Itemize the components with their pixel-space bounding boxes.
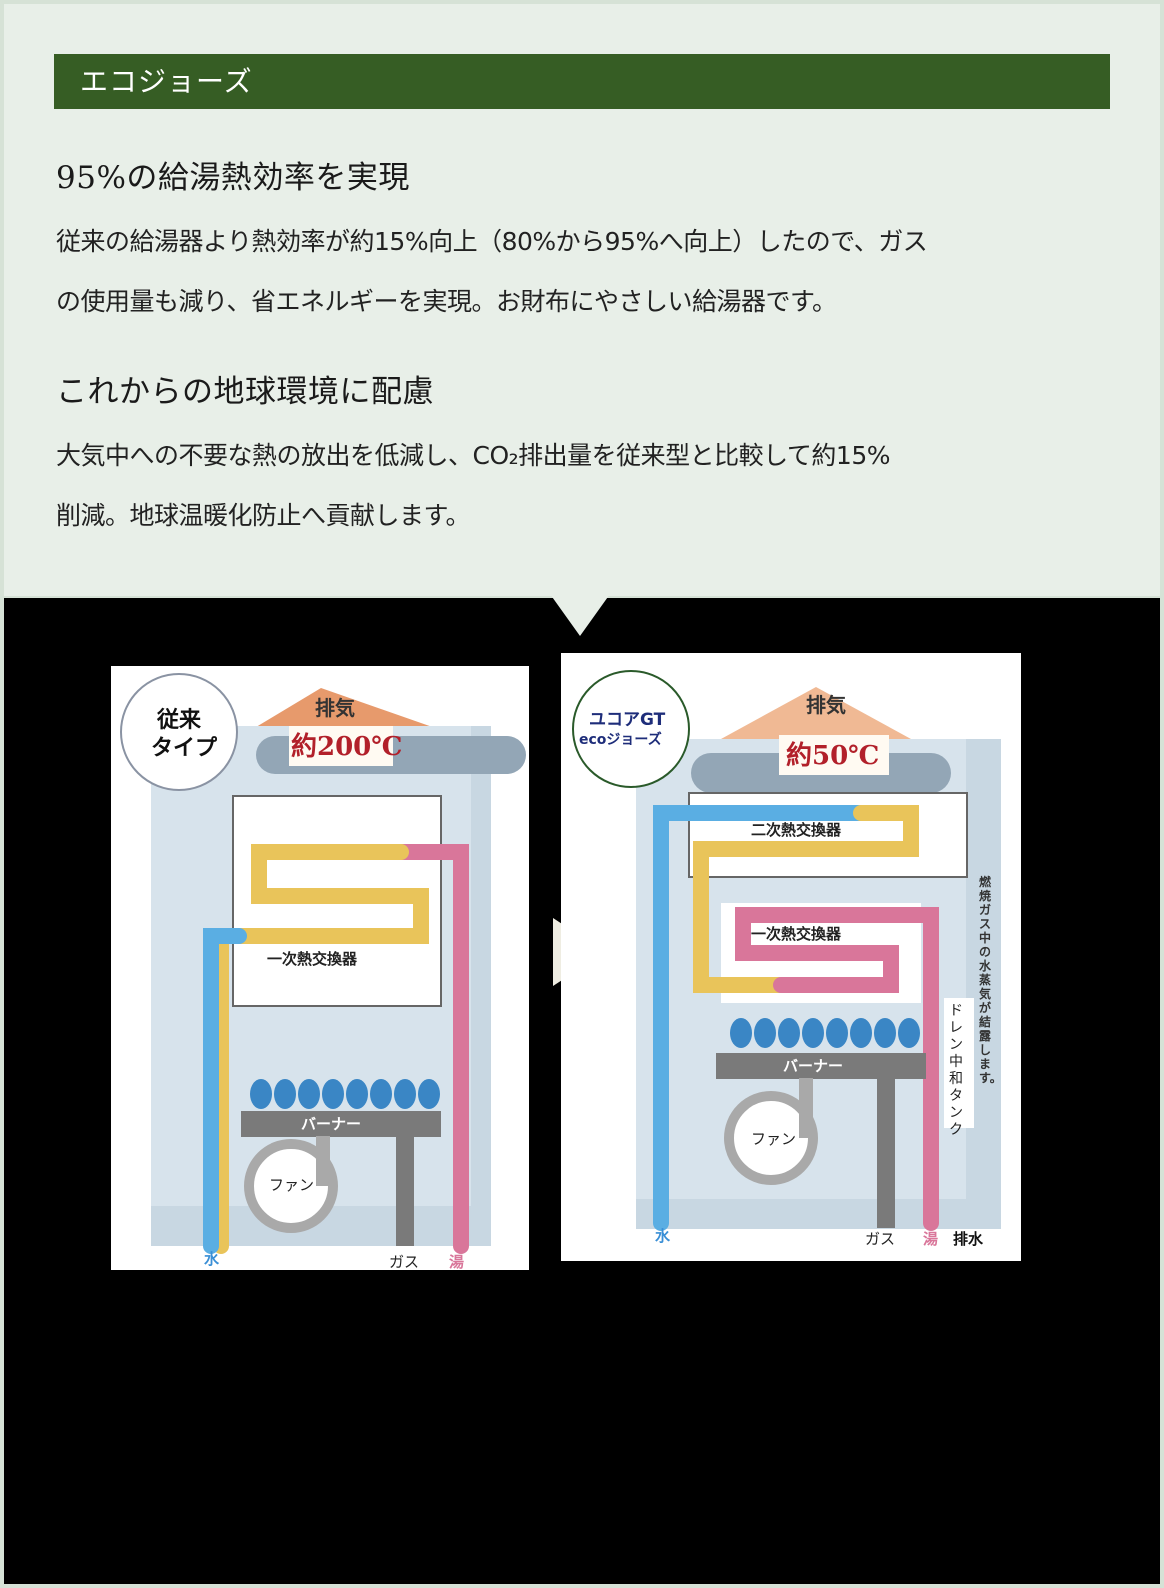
fan-label: ファン — [751, 1130, 797, 1148]
pointer-triangle-icon — [550, 594, 610, 636]
badge-conventional-line2: タイプ — [151, 736, 218, 761]
primary-hx-label: 一次熱交換器 — [267, 950, 358, 968]
exhaust-temp: 約50℃ — [786, 741, 880, 771]
conventional-diagram: 従来 タイプ 排気 約200℃ 一次熱交換器 バーナー ファン 水 ガス 湯 — [111, 666, 529, 1270]
paragraph-line: 従来の給湯器より熱効率が約15%向上（80%から95%へ向上）したので、ガス — [56, 227, 928, 256]
water-label: 水 — [655, 1227, 671, 1245]
paragraph-line: の使用量も減り、省エネルギーを実現。お財布にやさしい給湯器です。 — [56, 287, 837, 316]
hot-water-label: 湯 — [923, 1230, 939, 1248]
burner-label: バーナー — [301, 1115, 362, 1133]
burner-label: バーナー — [783, 1057, 844, 1075]
ecojozu-diagram: ユコアGT ecoジョーズ 排気 約50℃ 二次熱交換器 一次熱交換器 バーナー… — [561, 653, 1021, 1261]
paragraph-line: 削減。地球温暖化防止へ貢献します。 — [56, 501, 471, 530]
exhaust-label: 排気 — [315, 696, 355, 720]
paragraph-efficiency: 従来の給湯器より熱効率が約15%向上（80%から95%へ向上）したので、ガス の… — [56, 212, 1116, 332]
hot-water-label: 湯 — [449, 1253, 465, 1270]
secondary-hx-label: 二次熱交換器 — [751, 821, 842, 839]
subtitle-efficiency: 95%の給湯熱効率を実現 — [56, 160, 410, 196]
paragraph-line: 大気中への不要な熱の放出を低減し、CO₂排出量を従来型と比較して約15% — [56, 441, 890, 470]
subtitle-environment: これからの地球環境に配慮 — [56, 374, 434, 410]
primary-hx-label: 一次熱交換器 — [751, 925, 842, 943]
gas-label: ガス — [389, 1253, 420, 1270]
fan-label: ファン — [269, 1176, 315, 1194]
condensation-note: 燃焼ガス中の水蒸気が結露します。 — [979, 875, 1002, 1085]
badge-conventional-line1: 従来 — [157, 708, 202, 733]
section-heading: エコジョーズ — [54, 54, 1110, 109]
exhaust-label: 排気 — [806, 693, 846, 717]
badge-ecojozu-line2: ecoジョーズ — [579, 732, 662, 748]
gas-label: ガス — [865, 1230, 896, 1248]
drain-tank-label: ドレン中和タンク — [949, 1003, 963, 1138]
drain-label: 排水 — [953, 1230, 984, 1248]
exhaust-temp: 約200℃ — [291, 732, 403, 762]
water-label: 水 — [204, 1250, 220, 1268]
badge-ecojozu-line1: ユコアGT — [589, 710, 666, 730]
paragraph-environment: 大気中への不要な熱の放出を低減し、CO₂排出量を従来型と比較して約15% 削減。… — [56, 426, 1116, 546]
